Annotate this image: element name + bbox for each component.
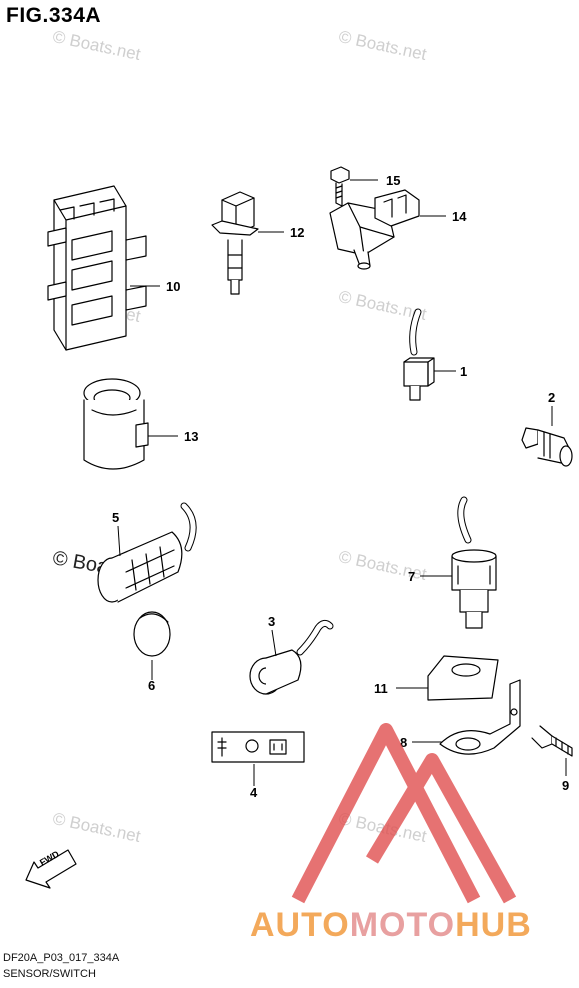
part-5-switch bbox=[97, 502, 197, 603]
logo-mark bbox=[291, 723, 517, 904]
part-10-bracket bbox=[47, 185, 147, 351]
diagram-code: DF20A_P03_017_334A bbox=[3, 952, 120, 964]
callout-9: 9 bbox=[562, 778, 569, 793]
figure-title: FIG.334A bbox=[6, 4, 102, 27]
part-14-map-sensor bbox=[329, 189, 420, 270]
callout-1: 1 bbox=[460, 364, 467, 379]
part-7-switch bbox=[451, 496, 497, 629]
callout-8: 8 bbox=[400, 735, 407, 750]
callout-11: 11 bbox=[374, 681, 388, 696]
part-8-bracket bbox=[439, 679, 521, 755]
logo-part-hub: HUB bbox=[455, 906, 532, 944]
callout-3: 3 bbox=[268, 614, 275, 629]
callout-12: 12 bbox=[290, 225, 304, 240]
callout-4: 4 bbox=[250, 785, 258, 800]
part-12-sensor bbox=[211, 191, 259, 295]
part-6-cap bbox=[133, 611, 171, 657]
diagram-name: SENSOR/SWITCH bbox=[3, 968, 96, 980]
part-2-sensor bbox=[521, 427, 573, 467]
callout-2: 2 bbox=[548, 390, 555, 405]
part-9-bolt bbox=[531, 725, 573, 757]
part-15-bolt bbox=[330, 166, 350, 207]
callout-7: 7 bbox=[408, 569, 415, 584]
logo-part-auto: AUTO bbox=[250, 906, 350, 944]
fwd-arrow bbox=[25, 849, 77, 889]
part-11-gasket bbox=[427, 655, 499, 701]
part-3-grommet bbox=[249, 619, 334, 695]
callout-6: 6 bbox=[148, 678, 155, 693]
callout-10: 10 bbox=[166, 279, 180, 294]
part-1-sensor bbox=[403, 308, 435, 401]
part-13-boot bbox=[83, 378, 149, 470]
logo-part-moto: MOTO bbox=[349, 906, 456, 944]
callout-5: 5 bbox=[112, 510, 119, 525]
callout-13: 13 bbox=[184, 429, 198, 444]
callout-15: 15 bbox=[386, 173, 400, 188]
part-4-label bbox=[211, 731, 305, 763]
callout-14: 14 bbox=[452, 209, 467, 224]
logo-wordmark: AUTOMOTOHUB bbox=[250, 906, 532, 945]
